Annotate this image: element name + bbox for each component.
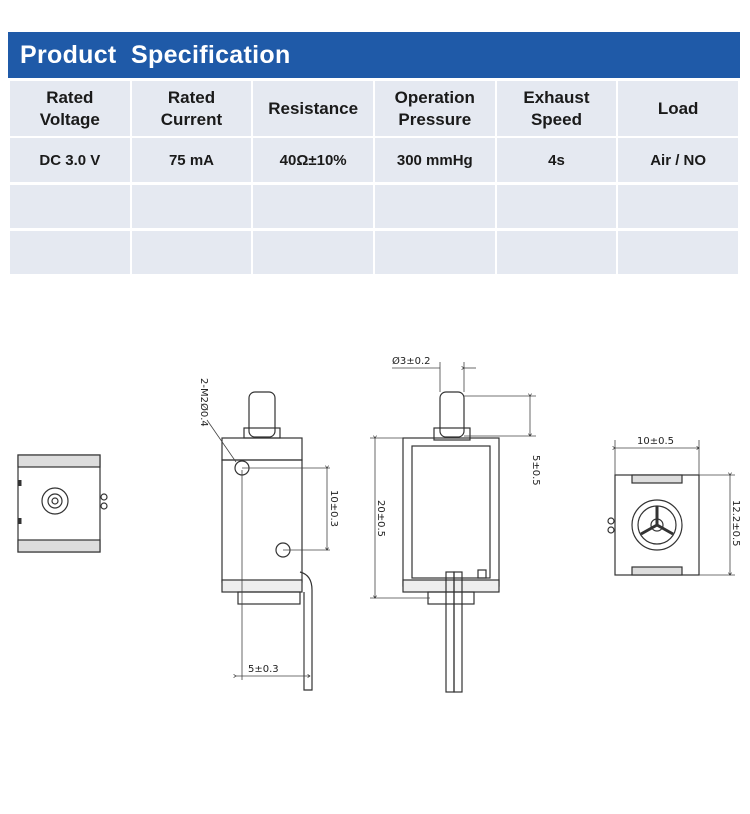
header-line: Pressure (398, 109, 472, 129)
value-rated-current: 75 mA (131, 138, 252, 185)
bottom-view (607, 474, 700, 576)
dim-plunger-height: 5±0.5 (530, 455, 541, 486)
value-rated-voltage: DC 3.0 V (10, 138, 130, 185)
header-line: Voltage (39, 109, 100, 129)
dim-plunger-dia: Ø3±0.2 (392, 355, 431, 367)
spec-value-row: DC 3.0 V 75 mA 40Ω±10% 300 mmHg 4s Air /… (10, 138, 738, 185)
value-operation-pressure: 300 mmHg (374, 138, 495, 185)
technical-drawing: 2-M2Ø0.4 10±0.3 5±0.3 Ø3±0.2 5±0.5 20±0.… (17, 355, 741, 693)
front-view (402, 391, 500, 693)
dim-depth: 12.2±0.5 (730, 500, 741, 547)
header-load: Load (618, 81, 738, 138)
empty-row (10, 185, 738, 231)
dim-width: 10±0.5 (637, 436, 674, 447)
empty-row (10, 231, 738, 277)
dim-pin-offset: 5±0.3 (248, 664, 279, 675)
header-line: Operation (394, 87, 475, 107)
end-view (17, 454, 108, 553)
header-line: Rated (46, 87, 94, 107)
header-line: Current (160, 109, 223, 129)
page-title: Product Specification (8, 32, 740, 78)
value-load: Air / NO (618, 138, 738, 185)
side-view (221, 391, 313, 691)
dim-hole-spacing: 10±0.3 (328, 490, 339, 527)
dim-hole-spec: 2-M2Ø0.4 (198, 378, 210, 427)
header-line: Speed (530, 109, 582, 129)
header-line: Rated (167, 87, 216, 107)
header-line: Resistance (268, 98, 359, 118)
dim-body-height: 20±0.5 (375, 500, 386, 537)
header-line: Exhaust (523, 87, 590, 107)
header-line: Load (657, 98, 699, 118)
header-resistance: Resistance (253, 81, 373, 138)
value-resistance: 40Ω±10% (253, 138, 373, 185)
value-exhaust-speed: 4s (496, 138, 617, 185)
